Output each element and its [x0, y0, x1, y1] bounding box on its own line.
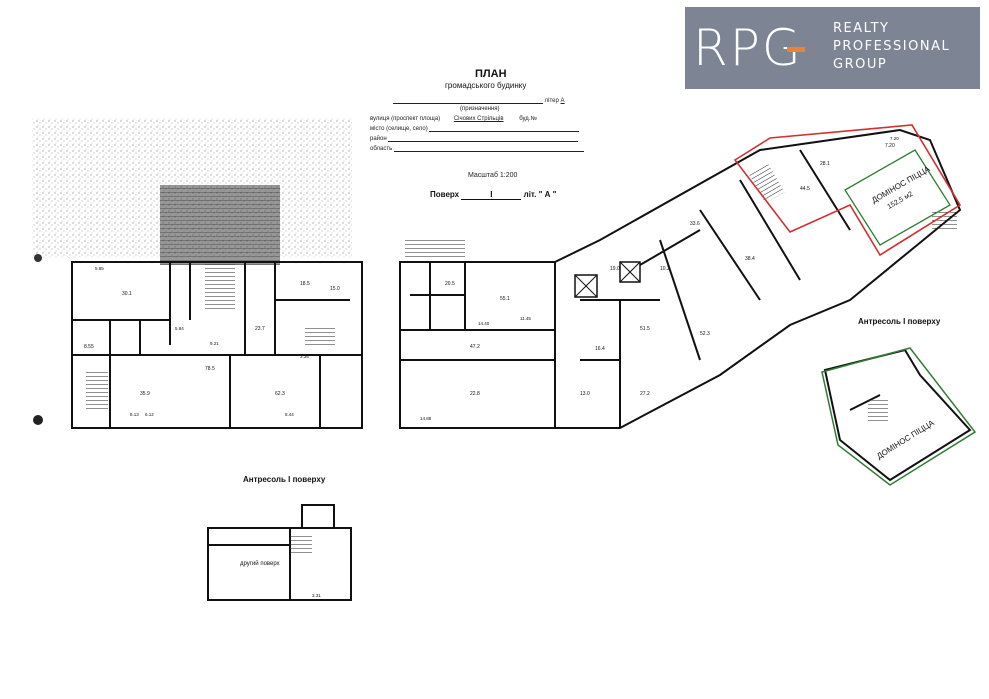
plan-title: ПЛАН: [475, 68, 507, 80]
mezz-left-room-label: другий поверх: [240, 560, 280, 567]
room-area: 7.20: [885, 143, 895, 149]
mezzanine-right-label: Антресоль І поверху: [858, 317, 941, 326]
logo-wordmark: REALTY PROFESSIONAL GROUP: [833, 20, 950, 74]
mezz-left-stairs: [290, 535, 312, 555]
region-row: область: [370, 146, 584, 152]
scan-noise-area: [32, 118, 352, 265]
city-label: місто (селище, село): [370, 126, 428, 132]
district-row: район: [370, 136, 579, 142]
company-logo: RPG REALTY PROFESSIONAL GROUP: [685, 7, 980, 89]
wall-dim: 9.21: [210, 341, 219, 346]
floor-label: Поверх: [430, 190, 460, 199]
mezz-pizza-name: ДОМІНОС ПІЦЦА: [875, 418, 936, 461]
building-label: буд.№: [519, 116, 537, 122]
mezz-right-stairs: [868, 398, 888, 423]
shaft-1: [574, 274, 598, 298]
room-area: 13.0: [580, 391, 590, 397]
room-area: 62.3: [275, 391, 285, 397]
wall-dim: 3.35: [300, 354, 309, 359]
wall-dim: 5.84: [175, 326, 184, 331]
stairs-right-entrance: [932, 210, 957, 232]
wall-dim: 14.88: [420, 416, 432, 421]
right-wing-walls: [554, 128, 962, 429]
pizza-area-inner: [844, 149, 951, 246]
pizza-area-outline: [733, 124, 962, 257]
room-area: 33.6: [690, 221, 700, 227]
district-label: район: [370, 136, 387, 142]
wall-dim: 6.12: [145, 412, 154, 417]
purpose-label: (призначення): [460, 106, 500, 112]
shaft-2: [619, 261, 641, 283]
room-area: 44.5: [800, 186, 810, 192]
stairs-right: [747, 161, 785, 204]
logo-line-1: REALTY: [833, 21, 890, 36]
entrance-steps: [405, 240, 465, 258]
wall-dim: 5.85: [95, 266, 104, 271]
mezzanine-left-label: Антресоль І поверху: [243, 475, 326, 484]
region-label: область: [370, 146, 393, 152]
wall-dim: 7.20: [890, 136, 899, 141]
wall-dim: 11.45: [520, 316, 531, 321]
room-area: 18.5: [300, 281, 310, 287]
wall-dim: 14.40: [478, 321, 490, 326]
plan-subtitle: громадського будинку: [445, 81, 527, 90]
wall-dimensions: 5.85 6.12 8.44 14.88 3.35 5.84 9.21 7.20…: [95, 136, 899, 598]
liter-label: літер: [544, 98, 559, 104]
street-value: Січових Стрільців: [453, 116, 504, 122]
floor-value: I: [461, 190, 522, 200]
logo-line-3: GROUP: [833, 57, 888, 72]
wall-dim: 8.44: [285, 412, 294, 417]
room-area: 22.8: [470, 391, 480, 397]
stairs-left-2: [305, 325, 335, 347]
floor-liter-value: " А ": [538, 190, 557, 199]
room-area: 28.1: [820, 161, 830, 167]
liter-row: літер А: [393, 98, 565, 104]
room-area: 16.4: [595, 346, 605, 352]
room-area: 78.5: [205, 366, 215, 372]
room-area: 52.3: [700, 331, 710, 337]
wall-dim: 3.31: [312, 593, 321, 598]
room-area: 23.7: [255, 326, 265, 332]
wall-dim: 8.13: [130, 412, 139, 417]
stairs-center-left: [205, 262, 235, 312]
room-area: 10.2: [660, 266, 670, 272]
mezzanine-left-plan: [207, 504, 352, 601]
liter-value: А: [560, 98, 565, 104]
room-area: 55.1: [500, 296, 510, 302]
punch-hole: [33, 415, 43, 425]
city-row: місто (селище, село): [370, 126, 580, 132]
room-numbers: 30.1 8.55 35.9 78.5 23.7 62.3 18.5 15.0 …: [84, 143, 895, 397]
mezz-pizza-outline: [821, 347, 977, 486]
logo-mark: RPG: [693, 17, 803, 79]
punch-hole: [34, 254, 42, 262]
room-area: 35.9: [140, 391, 150, 397]
room-area: 47.2: [470, 344, 480, 350]
room-area: 51.5: [640, 326, 650, 332]
room-area: 20.5: [445, 281, 455, 287]
street-row: вулиця (проспект площа) Січових Стрільці…: [370, 116, 537, 122]
street-label: вулиця (проспект площа): [370, 116, 441, 122]
logo-line-2: PROFESSIONAL: [833, 39, 951, 54]
room-area: 30.1: [122, 291, 132, 297]
room-area: 8.55: [84, 344, 94, 350]
logo-mark-text: RPG: [693, 19, 803, 77]
room-area: 38.4: [745, 256, 755, 262]
room-area: 27.2: [640, 391, 650, 397]
floor-line: Поверх I літ. " А ": [430, 190, 556, 200]
scale-label: Масштаб 1:200: [468, 172, 518, 179]
room-area: 15.0: [330, 286, 340, 292]
floor-liter-label: літ.: [523, 190, 537, 199]
mezzanine-right-plan: [823, 348, 972, 482]
room-area: 19.0: [610, 266, 620, 272]
stairs-left: [86, 372, 108, 412]
